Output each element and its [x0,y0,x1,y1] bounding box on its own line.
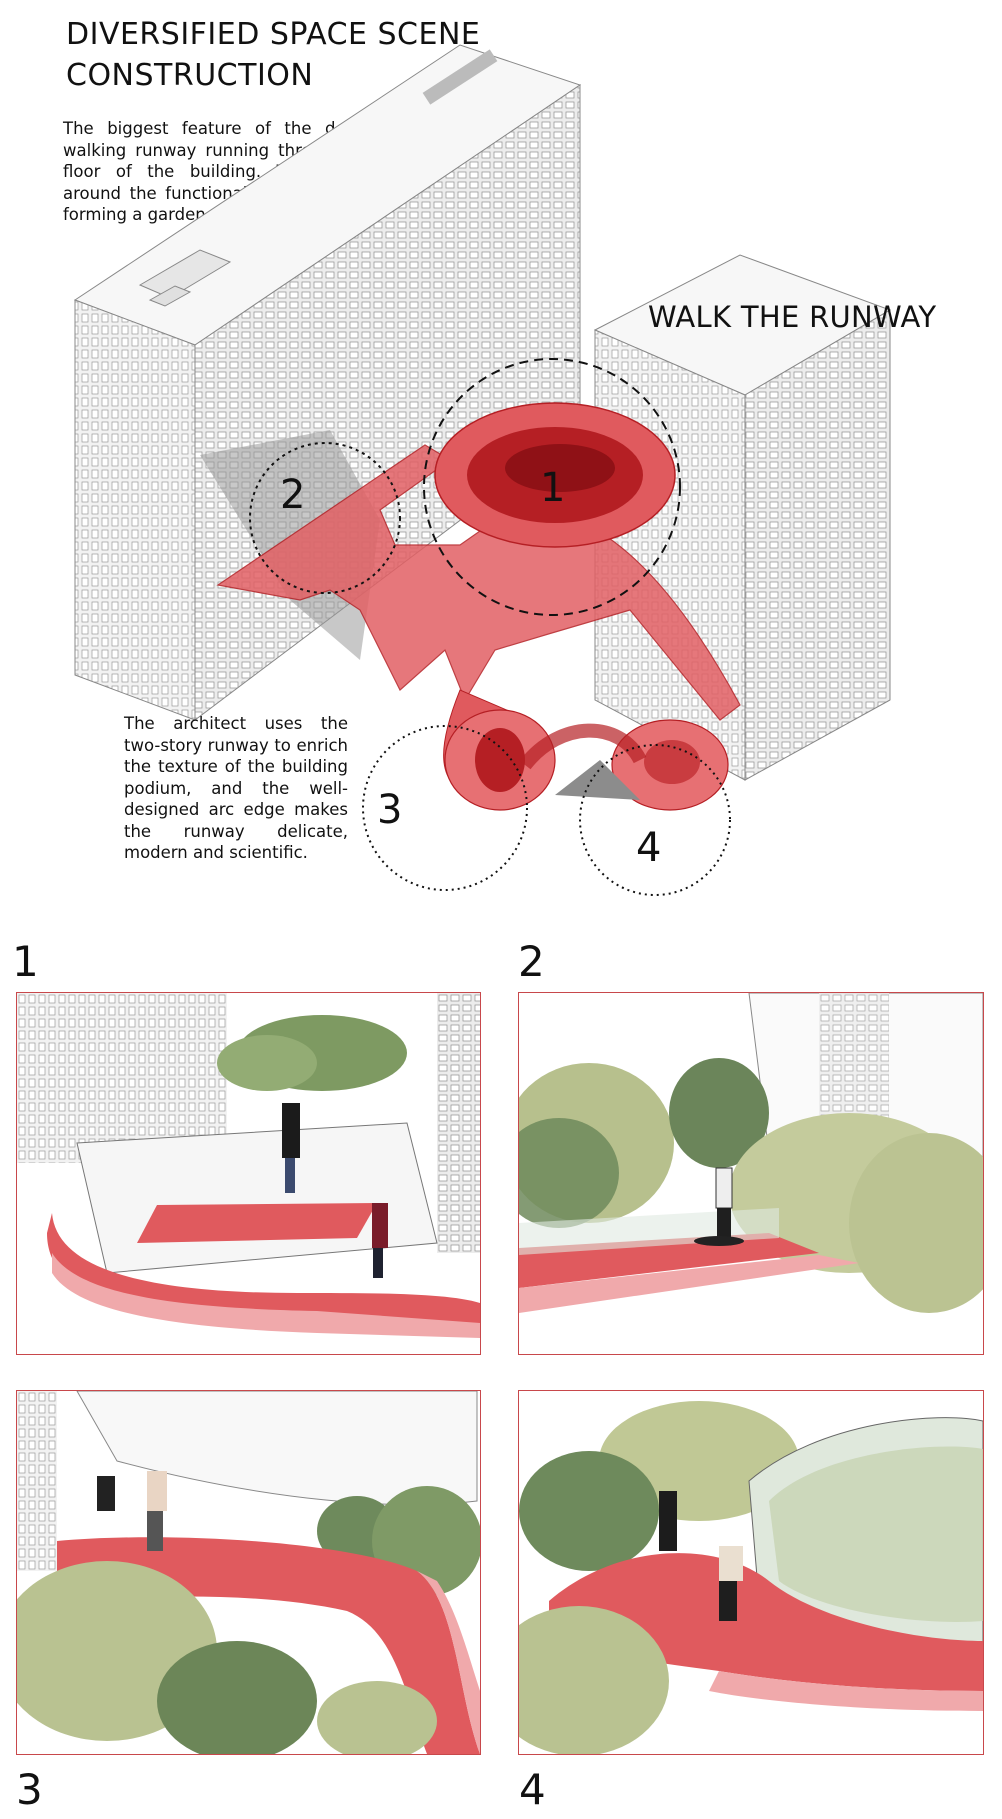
panel-label-2: 2 [518,937,545,986]
page-title: DIVERSIFIED SPACE SCENE CONSTRUCTION [66,17,481,93]
red-runway [216,402,741,811]
panel-label-4: 4 [519,1765,546,1814]
walk-runway-label: WALK THE RUNWAY [648,300,937,334]
callout-1: 1 [540,465,566,511]
axonometric-drawing [73,44,892,896]
scene-panel-3 [16,1390,481,1755]
callout-2: 2 [280,472,306,518]
scene-panel-2 [518,992,984,1355]
side-paragraph: The architect uses the two-story runway … [124,714,348,862]
panel-label-1: 1 [12,937,39,986]
callout-4: 4 [636,825,662,871]
scene-panel-4 [518,1390,984,1755]
callout-3: 3 [377,787,403,833]
panel-label-3: 3 [16,1765,43,1814]
scene-panel-1 [16,992,481,1355]
